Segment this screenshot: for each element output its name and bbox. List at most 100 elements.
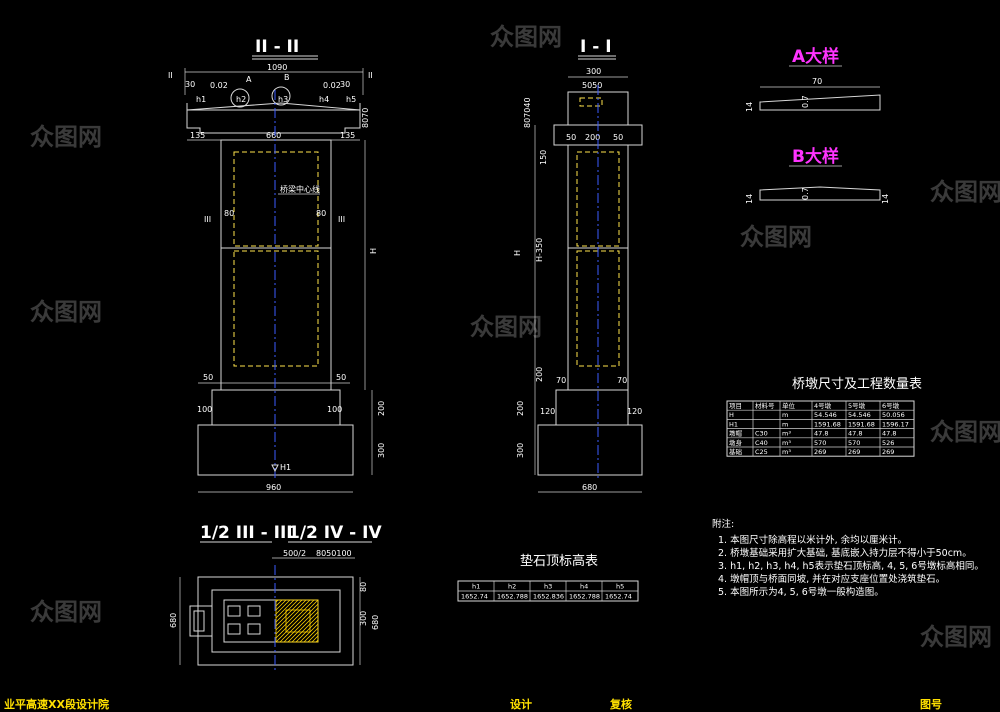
- quantity-cell: 基础: [729, 447, 743, 456]
- quantity-cell: 墩帽: [729, 429, 743, 438]
- dim-70-left: 70: [556, 376, 566, 385]
- quantity-cell: 1591.68: [814, 420, 841, 428]
- quantity-cell: 1596.17: [882, 420, 909, 428]
- dim-30-right: 30: [340, 80, 350, 89]
- roman-iii-right: III: [338, 215, 345, 224]
- detail-b-title: B大样: [792, 146, 839, 167]
- dim-8050100: 8050100: [316, 549, 352, 558]
- dim-960: 960: [266, 483, 281, 492]
- elevation-value-cell: 1652.74: [605, 593, 632, 601]
- note-3: 3. h1, h2, h3, h4, h5表示垫石顶标高, 4, 5, 6号墩标…: [718, 560, 984, 572]
- dim-80-left: 80: [224, 209, 234, 218]
- quantity-cell: 47.8: [848, 430, 862, 438]
- dim-50-right: 50: [336, 373, 346, 382]
- dim-slope-left: 0.02: [210, 81, 228, 90]
- dim-120-right: 120: [627, 407, 642, 416]
- section-iii-title: 1/2 III - III: [200, 523, 293, 543]
- quantity-cell: 47.8: [882, 430, 896, 438]
- h1-marker: H1: [280, 463, 291, 472]
- quantity-cell: 526: [882, 439, 894, 447]
- watermark-6: 众图网: [740, 223, 812, 251]
- label-h1: h1: [196, 95, 206, 104]
- label-h4: h4: [319, 95, 329, 104]
- dim-50-left: 50: [203, 373, 213, 382]
- quantity-cell: 570: [814, 439, 826, 447]
- section-i-title: I - I: [580, 37, 612, 57]
- watermark-7: 众图网: [930, 178, 1000, 206]
- elevation-value-cell: 1652.788: [497, 593, 528, 601]
- elevation-header-cell: h2: [508, 583, 516, 591]
- mark-b: B: [284, 73, 290, 82]
- quantity-header-cell: 材料号: [755, 401, 775, 410]
- dim-200-side: 200: [535, 367, 544, 382]
- dim-135-left: 135: [190, 131, 205, 140]
- quantity-header-cell: 4号墩: [814, 401, 832, 410]
- dim-8070-left: 8070: [361, 108, 370, 128]
- note-1: 1. 本图尺寸除高程以米计外, 余均以厘米计。: [718, 534, 907, 546]
- elevation-header-cell: h3: [544, 583, 552, 591]
- dim-680-plan-right: 680: [371, 615, 380, 630]
- roman-ii-right: II: [368, 71, 373, 80]
- roman-ii-left: II: [168, 71, 173, 80]
- dim-b-07: 0.7: [801, 187, 810, 200]
- dim-a-14: 14: [745, 102, 754, 112]
- dim-b-14-right: 14: [881, 194, 890, 204]
- quantity-table-title: 桥墩尺寸及工程数量表: [792, 377, 922, 392]
- quantity-cell: 50.056: [882, 411, 905, 419]
- quantity-cell: m³: [782, 439, 791, 447]
- label-h2: h2: [236, 95, 246, 104]
- quantity-cell: m: [782, 420, 788, 428]
- section-iii-iv-plan: 1/2 III - III 1/2 IV - IV 500/2 8050100 …: [169, 523, 382, 670]
- watermark-layer: 众图网 众图网 众图网 众图网 众图网 众图网 众图网 众图网 众图网: [30, 23, 1000, 651]
- quantity-cell: m³: [782, 448, 791, 456]
- hatch-pattern: [275, 599, 319, 643]
- watermark-9: 众图网: [920, 623, 992, 651]
- dim-50-s-right: 50: [613, 133, 623, 142]
- dim-200-side-top: 200: [585, 133, 600, 142]
- note-5: 5. 本图所示为4, 5, 6号墩一般构造图。: [718, 586, 884, 598]
- watermark-3: 众图网: [30, 598, 102, 626]
- label-h5: h5: [346, 95, 356, 104]
- dim-150-side: 150: [539, 150, 548, 165]
- quantity-header-cell: 项目: [729, 402, 742, 410]
- elevation-value-cell: 1652.74: [461, 593, 488, 601]
- quantity-cell: C30: [755, 430, 768, 438]
- watermark-4: 众图网: [490, 23, 562, 51]
- section-ii-elevation: II - II 1090 30 30 0.02 0.02 A B II II h…: [168, 37, 386, 493]
- elevation-value-cell: 1652.836: [533, 593, 564, 601]
- quantity-cell: C40: [755, 439, 768, 447]
- bridge-center-label: 桥梁中心线: [280, 184, 320, 194]
- mark-a: A: [246, 75, 252, 84]
- dim-a-07: 0.7: [801, 95, 810, 108]
- dim-80-plan: 80: [359, 582, 368, 592]
- roman-iii-left: III: [204, 215, 211, 224]
- quantity-cell: H1: [729, 420, 738, 428]
- dim-135-right: 135: [340, 131, 355, 140]
- dim-807040: 807040: [523, 97, 532, 128]
- quantity-cell: 1591.68: [848, 420, 875, 428]
- dim-80-right: 80: [316, 209, 326, 218]
- detail-a-title: A大样: [792, 46, 839, 67]
- dim-100-right: 100: [327, 405, 342, 414]
- dim-5050-side: 5050: [582, 81, 602, 90]
- elevation-value-cell: 1652.788: [569, 593, 600, 601]
- elevation-header-cell: h5: [616, 583, 624, 591]
- label-h3: h3: [278, 95, 288, 104]
- quantity-cell: 54.546: [814, 411, 837, 419]
- quantity-cell: 269: [882, 448, 894, 456]
- dim-120-left: 120: [540, 407, 555, 416]
- quantity-cell: 570: [848, 439, 860, 447]
- quantity-header-cell: 5号墩: [848, 401, 866, 410]
- dim-b-14-left: 14: [745, 194, 754, 204]
- quantity-cell: 墩身: [729, 438, 743, 447]
- quantity-header-cell: 单位: [782, 401, 796, 410]
- quantity-cell: 269: [848, 448, 860, 456]
- detail-a: A大样 70 14 0.7: [745, 46, 881, 112]
- dim-30-left: 30: [185, 80, 195, 89]
- dim-100-left: 100: [197, 405, 212, 414]
- quantity-cell: H: [729, 411, 734, 419]
- dim-680-plan: 680: [169, 613, 178, 628]
